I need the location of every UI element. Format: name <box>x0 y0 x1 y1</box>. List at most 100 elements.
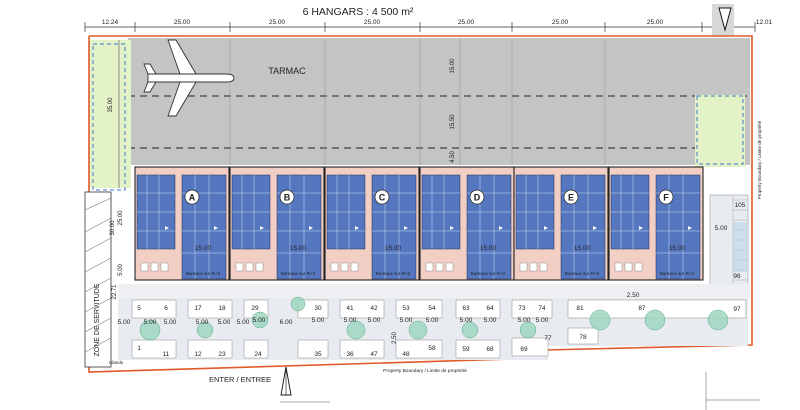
spot-11: 11 <box>163 351 170 358</box>
taxi-lines <box>128 95 750 149</box>
spot-74: 74 <box>538 305 546 312</box>
dim-p-11: 5.00 <box>368 317 381 324</box>
spot-73: 73 <box>518 305 526 312</box>
top-dimension-line: 12.24 25.00 25.00 25.00 25.00 25.00 25.0… <box>84 19 773 32</box>
spot-48: 48 <box>402 351 410 358</box>
dim-p-1: 5.00 <box>118 319 131 326</box>
spot-47: 47 <box>370 351 378 358</box>
hangar-d-size: 15.00 <box>480 245 497 252</box>
hangar-e-letter: E <box>568 193 574 203</box>
top-dim-4: 25.00 <box>458 19 475 26</box>
dim-p-2: 5.00 <box>144 319 157 326</box>
green-zones: 35.00 <box>89 40 745 191</box>
hangar-d-office: Bureaux sur R+2 <box>471 271 506 276</box>
hangar-b-letter: B <box>284 193 291 203</box>
dim-apron-3: 4.50 <box>450 151 456 163</box>
hangar-a: A 15.00 Bureaux sur R+2 <box>134 166 230 281</box>
top-dim-7: 12.01 <box>756 19 773 26</box>
hangar-c: C 15.00 Bureaux sur R+2 <box>324 166 420 281</box>
spot-12: 12 <box>194 351 202 358</box>
spot-81: 81 <box>576 305 584 312</box>
dim-p-12: 5.00 <box>400 317 413 324</box>
spot-5: 5 <box>137 305 141 312</box>
dim-p-3: 5.00 <box>164 319 177 326</box>
tree-icons <box>139 296 729 341</box>
dim-p-9: 5.00 <box>312 317 325 324</box>
top-dim-2: 25.00 <box>269 19 286 26</box>
dim-left-green: 35.00 <box>108 97 114 113</box>
spot-18: 18 <box>218 305 226 312</box>
dim-p-14: 5.00 <box>460 317 473 324</box>
spot-97: 97 <box>733 306 741 313</box>
hangar-f-office: Bureaux sur R+2 <box>660 271 695 276</box>
hangar-f: F 15.00 Bureaux sur R+2 <box>608 166 704 281</box>
hangar-e: E 15.00 Bureaux sur R+2 <box>513 166 609 281</box>
entrance-arrow-icon <box>280 366 292 396</box>
tarmac-area <box>128 38 750 165</box>
dim-p-5: 5.00 <box>218 319 231 326</box>
dim-left-25: 25.00 <box>118 210 124 226</box>
hangar-a-letter: A <box>189 193 196 203</box>
top-dim-0: 12.24 <box>102 19 119 26</box>
top-dim-3: 25.00 <box>364 19 381 26</box>
dim-p-17: 5.00 <box>536 317 549 324</box>
apron-dimensions: 15.00 15.50 4.50 <box>450 58 456 163</box>
spot-87: 87 <box>638 305 646 312</box>
dim-left-5: 5.00 <box>118 264 124 276</box>
dim-p-4: 5.00 <box>196 319 209 326</box>
spot-24: 24 <box>254 351 262 358</box>
top-dim-1: 25.00 <box>174 19 191 26</box>
hangar-a-size: 15.00 <box>195 245 212 252</box>
spot-6: 6 <box>164 305 168 312</box>
dim-left-30: 30.00 <box>110 220 116 236</box>
spot-36: 36 <box>346 351 354 358</box>
dim-p-10: 5.00 <box>344 317 357 324</box>
dim-p-7: 5.00 <box>253 317 266 324</box>
spot-68: 68 <box>486 346 494 353</box>
hangar-c-letter: C <box>379 193 386 203</box>
spot-30: 30 <box>314 305 322 312</box>
hangar-e-size: 15.00 <box>574 245 591 252</box>
hangar-c-office: Bureaux sur R+2 <box>376 271 411 276</box>
spot-23: 23 <box>218 351 226 358</box>
boundary-bottom-label: Property Boundary / Limite de propriété <box>383 368 467 374</box>
dim-p-16: 5.00 <box>518 317 531 324</box>
hangar-c-size: 15.00 <box>385 245 402 252</box>
hangar-b-size: 15.00 <box>290 245 307 252</box>
dim-p-6: 5.00 <box>237 319 250 326</box>
entrance-label: ENTER / ENTREE <box>209 375 271 384</box>
dim-p-18: 2.50 <box>627 292 640 299</box>
spot-53: 53 <box>402 305 410 312</box>
servitude-label: ZONE DE SERVITUDE <box>94 283 101 356</box>
boundary-right-label: Property Boundary / Limite de propriété <box>757 120 762 199</box>
spot-35: 35 <box>314 351 322 358</box>
north-arrow-icon <box>712 4 734 36</box>
spot-1: 1 <box>137 345 141 352</box>
right-parking: 105 98 5.00 Property Boundary / Limite d… <box>709 120 762 286</box>
hangar-b-office: Bureaux sur R+2 <box>281 271 316 276</box>
plan-title: 6 HANGARS : 4 500 m² <box>303 6 414 18</box>
hangar-f-size: 15.00 <box>669 245 686 252</box>
airplane-icon <box>143 39 235 117</box>
dim-p-15: 5.00 <box>484 317 497 324</box>
spot-105: 105 <box>735 202 746 209</box>
spot-64: 64 <box>486 305 494 312</box>
top-dim-5: 25.00 <box>552 19 569 26</box>
spot-58: 58 <box>428 345 436 352</box>
hangar-e-office: Bureaux sur R+2 <box>565 271 600 276</box>
dim-p-19: 2.50 <box>392 332 398 344</box>
spot-77: 77 <box>544 335 552 342</box>
hangar-b: B 15.00 Bureaux sur R+2 <box>229 166 325 281</box>
spot-63: 63 <box>462 305 470 312</box>
islands-label: Islands <box>109 360 124 365</box>
dim-p-8: 6.00 <box>280 319 293 326</box>
dim-p-13: 5.00 <box>426 317 439 324</box>
spot-59: 59 <box>462 346 470 353</box>
hangar-d: D 15.00 Bureaux sur R+2 <box>419 166 515 281</box>
grid-lines <box>229 38 606 165</box>
spot-29: 29 <box>251 305 259 312</box>
dim-right-5: 5.00 <box>715 225 728 232</box>
tarmac-label: TARMAC <box>268 66 306 76</box>
hangar-a-office: Bureaux sur R+2 <box>186 271 221 276</box>
